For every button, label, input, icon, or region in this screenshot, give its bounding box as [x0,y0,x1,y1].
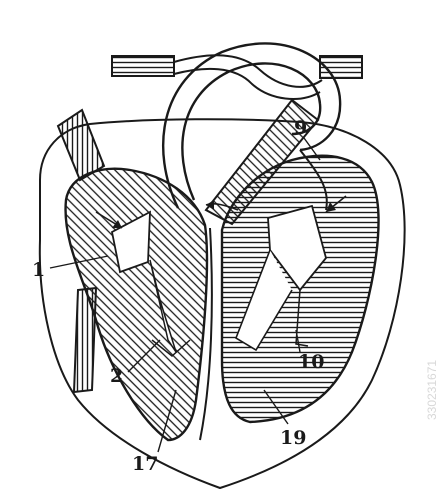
septum [199,227,213,441]
label-19: 19 [280,427,306,449]
label-1: 1 [32,259,45,281]
pulmonary-vessels [111,54,363,100]
vena-cava [56,108,106,394]
label-9: 9 [294,117,307,139]
right-ventricle [64,167,209,442]
label-10: 10 [298,351,324,373]
pericardium-outline [38,118,406,490]
label-17: 17 [132,453,158,475]
label-2: 2 [110,365,123,387]
pulmonary-artery [204,98,320,226]
watermark-id: 330231671 [425,360,439,420]
leader-lines [49,137,321,453]
mitral-valve [267,204,327,292]
